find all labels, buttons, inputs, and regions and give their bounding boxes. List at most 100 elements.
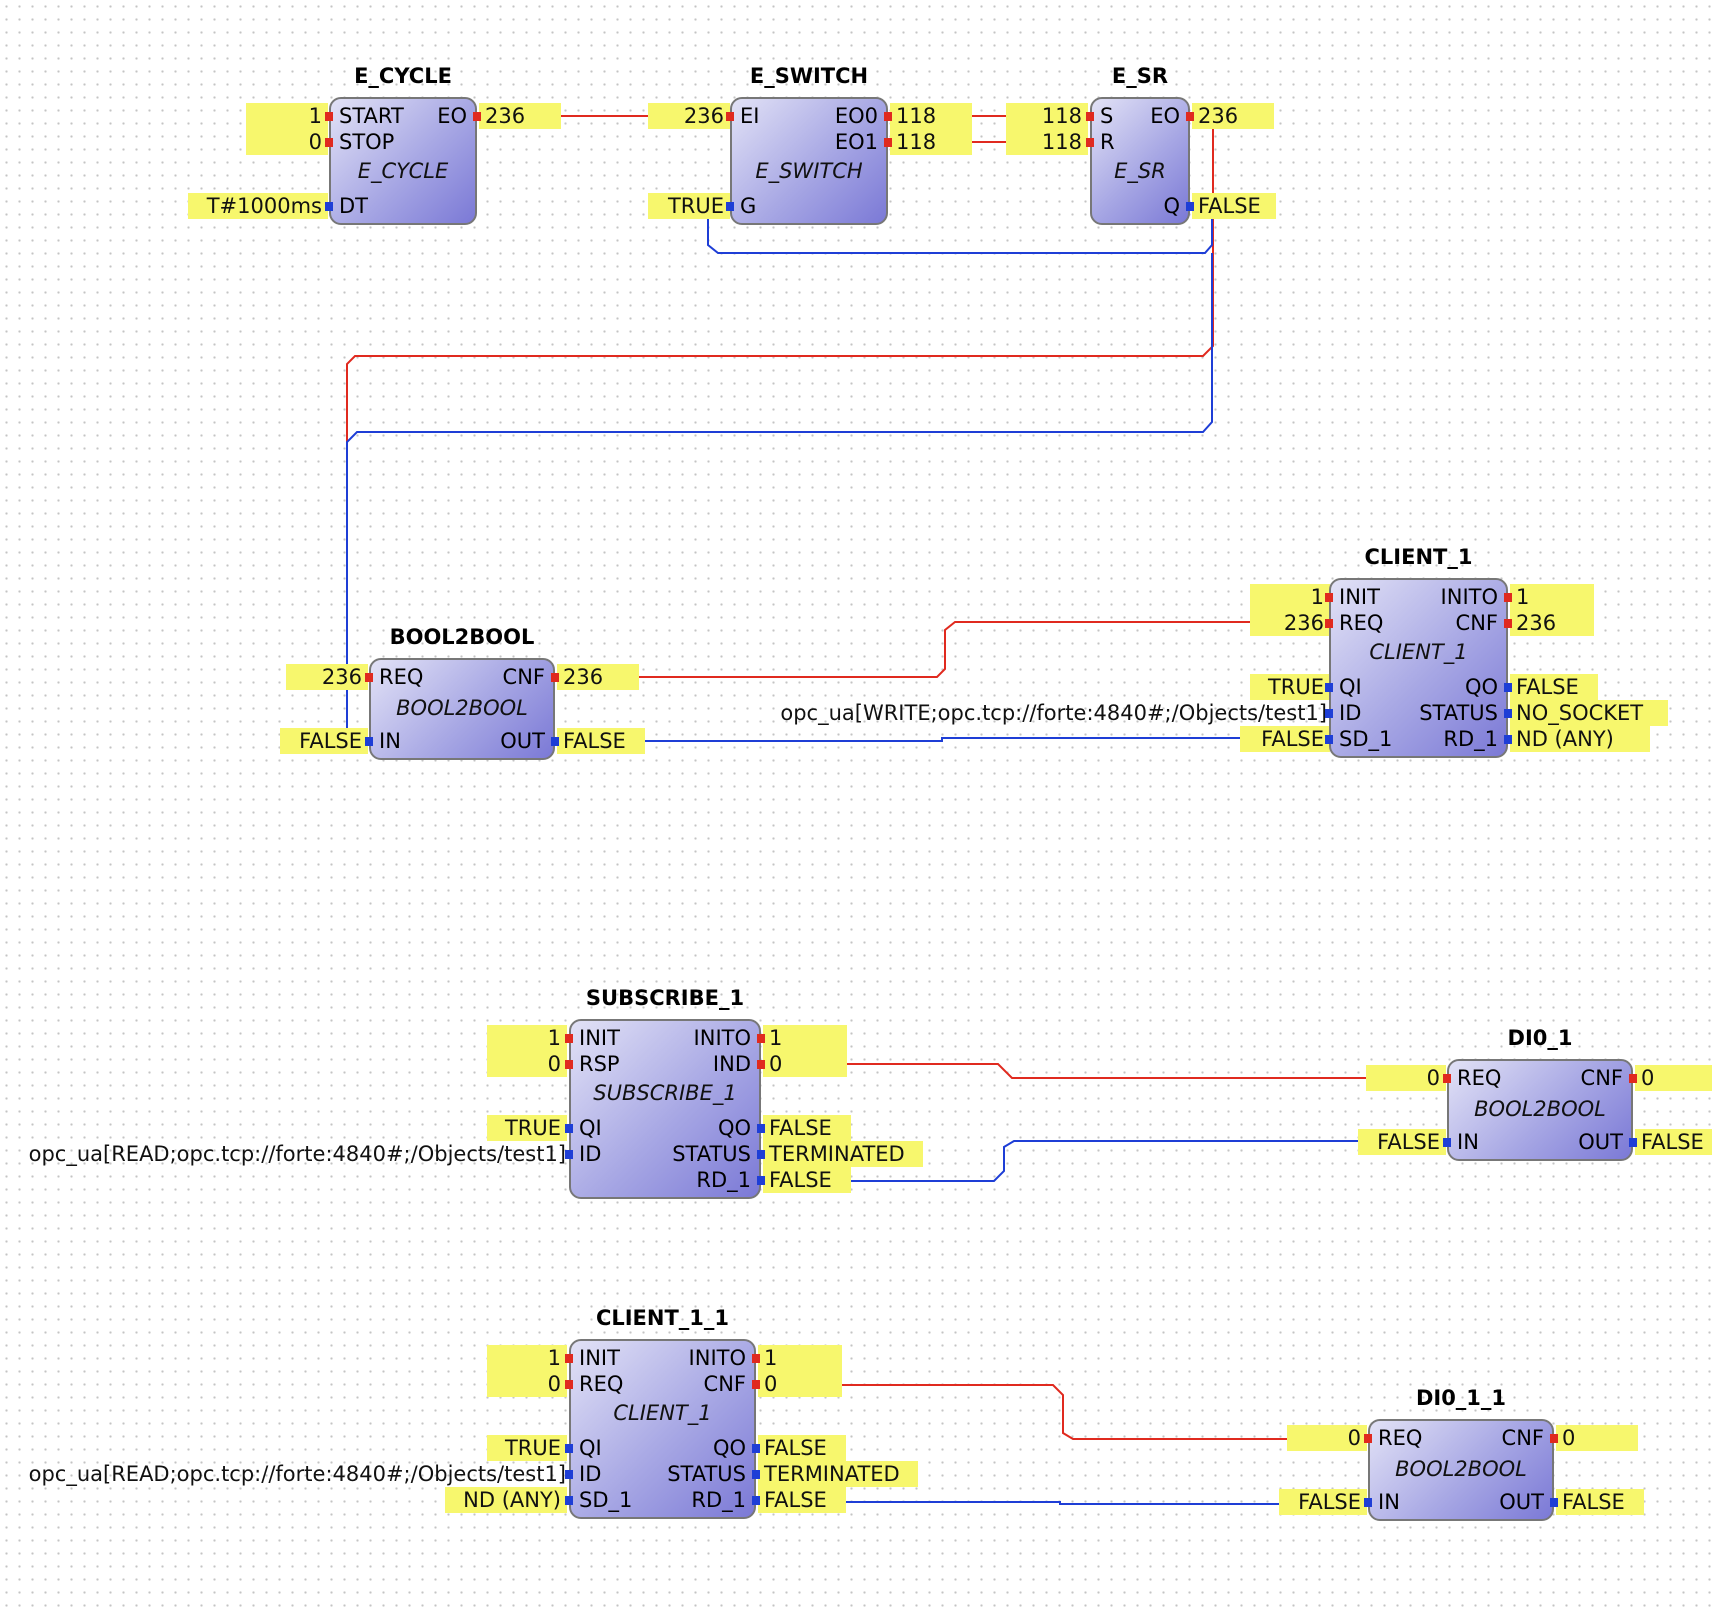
- pin-e-sr-s[interactable]: S: [1086, 103, 1113, 129]
- client1-qo-value[interactable]: FALSE: [1510, 674, 1598, 700]
- pin-client11-inito[interactable]: INITO: [689, 1345, 760, 1371]
- client1-init-value[interactable]: 1: [1250, 584, 1330, 610]
- subscribe1-status-value[interactable]: TERMINATED: [763, 1141, 923, 1167]
- event-wire-subscribe1-ind-to-dio1-req[interactable]: [761, 1063, 1447, 1079]
- pin-client11-id[interactable]: ID: [565, 1461, 601, 1487]
- pin-subscribe1-id[interactable]: ID: [565, 1141, 601, 1167]
- e-switch-ei-value[interactable]: 236: [648, 103, 730, 129]
- subscribe1-qi-value[interactable]: TRUE: [487, 1115, 567, 1141]
- pin-client11-qi[interactable]: QI: [565, 1435, 602, 1461]
- client11-req-value[interactable]: 0: [487, 1371, 567, 1397]
- fb-client11[interactable]: CLIENT_1_1 CLIENT_1 INIT REQ QI ID SD_1 …: [565, 1306, 760, 1519]
- pin-subscribe1-status[interactable]: STATUS: [672, 1141, 765, 1167]
- pin-e-cycle-start[interactable]: START: [325, 103, 404, 129]
- client1-id-value[interactable]: opc_ua[WRITE;opc.tcp://forte:4840#;/Obje…: [780, 701, 1327, 725]
- bool2bool-out-value[interactable]: FALSE: [557, 728, 645, 754]
- pin-e-switch-eo0[interactable]: EO0: [835, 103, 892, 129]
- e-cycle-dt-value[interactable]: T#1000ms: [188, 193, 328, 219]
- data-wire-client11-rd1-to-dio11-in[interactable]: [756, 1501, 1368, 1505]
- dio1-req-value[interactable]: 0: [1366, 1065, 1446, 1091]
- pin-e-cycle-dt[interactable]: DT: [325, 193, 368, 219]
- subscribe1-inito-value[interactable]: 1: [763, 1025, 847, 1051]
- dio11-in-value[interactable]: FALSE: [1279, 1489, 1367, 1515]
- data-wire-bool2bool-out-to-client1-sd1[interactable]: [555, 737, 1331, 742]
- e-cycle-stop-value[interactable]: 0: [246, 129, 328, 155]
- client11-init-value[interactable]: 1: [487, 1345, 567, 1371]
- pin-subscribe1-qo[interactable]: QO: [718, 1115, 765, 1141]
- pin-e-sr-eo[interactable]: EO: [1150, 103, 1194, 129]
- e-sr-q-value[interactable]: FALSE: [1192, 193, 1276, 219]
- fb-dio1[interactable]: DI0_1 BOOL2BOOL REQ IN CNF OUT: [1443, 1026, 1637, 1161]
- client1-rd1-value[interactable]: ND (ANY): [1510, 726, 1650, 752]
- pin-client11-sd1[interactable]: SD_1: [565, 1487, 632, 1513]
- client11-id-value[interactable]: opc_ua[READ;opc.tcp://forte:4840#;/Objec…: [28, 1462, 566, 1486]
- pin-client1-cnf[interactable]: CNF: [1456, 610, 1512, 636]
- pin-client11-cnf[interactable]: CNF: [704, 1371, 760, 1397]
- client11-inito-value[interactable]: 1: [758, 1345, 842, 1371]
- pin-e-sr-q[interactable]: Q: [1163, 193, 1194, 219]
- pin-client1-req[interactable]: REQ: [1325, 610, 1383, 636]
- pin-dio1-in[interactable]: IN: [1443, 1129, 1479, 1155]
- pin-bool2bool-cnf[interactable]: CNF: [503, 664, 559, 690]
- pin-e-sr-r[interactable]: R: [1086, 129, 1115, 155]
- pin-subscribe1-qi[interactable]: QI: [565, 1115, 602, 1141]
- pin-client1-init[interactable]: INIT: [1325, 584, 1380, 610]
- pin-dio11-out[interactable]: OUT: [1499, 1489, 1558, 1515]
- pin-client1-status[interactable]: STATUS: [1419, 700, 1512, 726]
- pin-subscribe1-inito[interactable]: INITO: [694, 1025, 765, 1051]
- client1-sd1-value[interactable]: FALSE: [1240, 726, 1330, 752]
- bool2bool-in-value[interactable]: FALSE: [280, 728, 368, 754]
- subscribe1-ind-value[interactable]: 0: [763, 1051, 847, 1077]
- pin-dio1-cnf[interactable]: CNF: [1581, 1065, 1637, 1091]
- fb-bool2bool[interactable]: BOOL2BOOL BOOL2BOOL REQ IN CNF OUT: [365, 625, 559, 760]
- subscribe1-rd1-value[interactable]: FALSE: [763, 1167, 851, 1193]
- e-cycle-start-value[interactable]: 1: [246, 103, 328, 129]
- subscribe1-rsp-value[interactable]: 0: [487, 1051, 567, 1077]
- pin-client11-status[interactable]: STATUS: [667, 1461, 760, 1487]
- pin-client1-qi[interactable]: QI: [1325, 674, 1362, 700]
- e-switch-g-value[interactable]: TRUE: [648, 193, 730, 219]
- dio1-cnf-value[interactable]: 0: [1635, 1065, 1712, 1091]
- pin-bool2bool-req[interactable]: REQ: [365, 664, 423, 690]
- subscribe1-qo-value[interactable]: FALSE: [763, 1115, 851, 1141]
- pin-client1-inito[interactable]: INITO: [1441, 584, 1512, 610]
- fb-e-cycle[interactable]: E_CYCLE E_CYCLE START STOP DT EO: [325, 64, 481, 225]
- pin-e-switch-g[interactable]: G: [726, 193, 756, 219]
- subscribe1-id-value[interactable]: opc_ua[READ;opc.tcp://forte:4840#;/Objec…: [28, 1142, 566, 1166]
- bool2bool-req-value[interactable]: 236: [286, 664, 368, 690]
- dio1-in-value[interactable]: FALSE: [1358, 1129, 1446, 1155]
- dio11-cnf-value[interactable]: 0: [1556, 1425, 1638, 1451]
- pin-e-cycle-eo[interactable]: EO: [437, 103, 481, 129]
- dio1-out-value[interactable]: FALSE: [1635, 1129, 1712, 1155]
- pin-dio11-req[interactable]: REQ: [1364, 1425, 1422, 1451]
- pin-dio11-in[interactable]: IN: [1364, 1489, 1400, 1515]
- client1-status-value[interactable]: NO_SOCKET: [1510, 700, 1668, 726]
- pin-client1-sd1[interactable]: SD_1: [1325, 726, 1392, 752]
- pin-e-switch-ei[interactable]: EI: [726, 103, 759, 129]
- client1-req-value[interactable]: 236: [1250, 610, 1330, 636]
- fb-e-switch[interactable]: E_SWITCH E_SWITCH EI G EO0 EO1: [726, 64, 892, 225]
- pin-client1-rd1[interactable]: RD_1: [1443, 726, 1512, 752]
- pin-e-switch-eo1[interactable]: EO1: [835, 129, 892, 155]
- pin-bool2bool-out[interactable]: OUT: [500, 728, 559, 754]
- fb-subscribe1[interactable]: SUBSCRIBE_1 SUBSCRIBE_1 INIT RSP QI ID I…: [565, 986, 765, 1199]
- client1-cnf-value[interactable]: 236: [1510, 610, 1594, 636]
- pin-subscribe1-ind[interactable]: IND: [713, 1051, 765, 1077]
- event-wire-client11-cnf-to-dio11-req[interactable]: [756, 1384, 1368, 1440]
- e-switch-eo0-value[interactable]: 118: [890, 103, 972, 129]
- dio11-out-value[interactable]: FALSE: [1556, 1489, 1644, 1515]
- fb-dio11[interactable]: DI0_1_1 BOOL2BOOL REQ IN CNF OUT: [1364, 1386, 1558, 1521]
- dio11-req-value[interactable]: 0: [1287, 1425, 1367, 1451]
- pin-client1-qo[interactable]: QO: [1465, 674, 1512, 700]
- e-sr-eo-value[interactable]: 236: [1192, 103, 1274, 129]
- e-sr-s-value[interactable]: 118: [1006, 103, 1088, 129]
- event-wire-bool2bool-cnf-to-client1-req[interactable]: [555, 621, 1331, 678]
- client11-cnf-value[interactable]: 0: [758, 1371, 842, 1397]
- pin-subscribe1-rd1[interactable]: RD_1: [696, 1167, 765, 1193]
- pin-subscribe1-rsp[interactable]: RSP: [565, 1051, 620, 1077]
- data-wire-subscribe1-rd1-to-dio1-in[interactable]: [761, 1140, 1447, 1182]
- client11-rd1-value[interactable]: FALSE: [758, 1487, 846, 1513]
- client11-sd1-value[interactable]: ND (ANY): [445, 1487, 567, 1513]
- pin-client11-rd1[interactable]: RD_1: [691, 1487, 760, 1513]
- pin-e-cycle-stop[interactable]: STOP: [325, 129, 394, 155]
